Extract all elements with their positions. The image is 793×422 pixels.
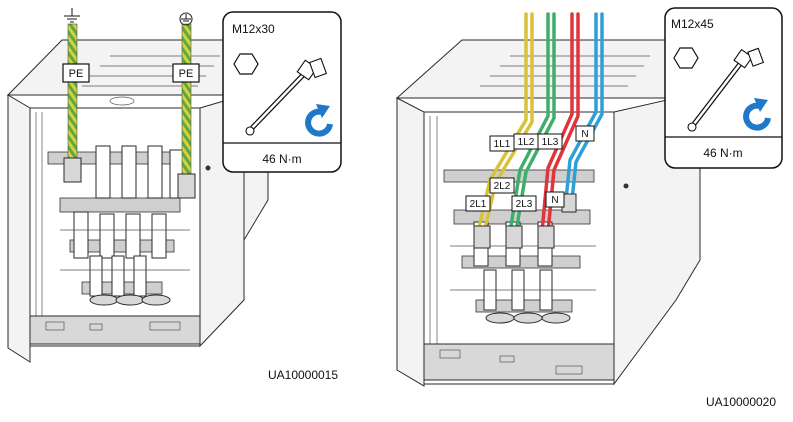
pe-cable-right — [181, 23, 192, 197]
svg-text:2L3: 2L3 — [516, 199, 533, 210]
left-bolt-spec: M12x30 — [232, 22, 275, 36]
left-torque-value: 46 N·m — [262, 152, 301, 166]
svg-text:N: N — [581, 129, 588, 140]
pe-label-left: PE — [62, 63, 90, 83]
left-busbars — [47, 145, 190, 306]
label-n-bottom: N — [545, 191, 565, 208]
pe-lug-right — [177, 173, 196, 199]
svg-text:PE: PE — [179, 68, 194, 80]
right-bottom-rail — [423, 343, 615, 381]
cable-lugs — [473, 193, 577, 249]
rotate-clockwise-icon — [305, 104, 333, 137]
pe-label-right: PE — [172, 63, 200, 83]
label-1l1: 1L1 — [489, 135, 515, 152]
rotate-clockwise-icon — [743, 98, 771, 131]
torque-wrench-icon — [245, 57, 328, 136]
svg-text:N: N — [551, 195, 558, 206]
label-1l2: 1L2 — [513, 133, 539, 150]
svg-text:PE: PE — [69, 68, 84, 80]
label-n-top: N — [575, 125, 595, 142]
svg-text:1L1: 1L1 — [494, 139, 511, 150]
left-tool-callout: M12x30 46 N·m — [222, 11, 342, 173]
label-2l2: 2L2 — [489, 177, 515, 194]
svg-text:2L1: 2L1 — [470, 199, 487, 210]
ground-icon — [64, 8, 80, 23]
left-figure-id: UA10000015 — [268, 368, 338, 382]
svg-text:1L2: 1L2 — [518, 137, 535, 148]
right-tool-callout: M12x45 46 N·m — [664, 7, 783, 169]
label-1l3: 1L3 — [537, 133, 563, 150]
right-cabinet: 1L1 1L2 1L3 N 2L2 2L1 2L3 N — [395, 12, 701, 387]
label-2l1: 2L1 — [465, 195, 491, 212]
left-cabinet-left-post — [7, 94, 31, 363]
svg-text:1L3: 1L3 — [542, 137, 559, 148]
svg-text:2L2: 2L2 — [494, 181, 511, 192]
right-bolt-spec: M12x45 — [671, 17, 714, 31]
torque-wrench-icon — [687, 47, 765, 132]
left-cabinet-front — [29, 107, 201, 347]
pe-lug-left — [63, 157, 82, 183]
protective-earth-icon — [179, 12, 193, 26]
hex-nut-icon — [233, 53, 259, 75]
right-cabinet-left-post — [396, 97, 425, 387]
hex-nut-icon — [673, 47, 699, 69]
right-figure-id: UA10000020 — [706, 395, 776, 409]
label-2l3: 2L3 — [511, 195, 537, 212]
right-torque-value: 46 N·m — [703, 146, 742, 160]
